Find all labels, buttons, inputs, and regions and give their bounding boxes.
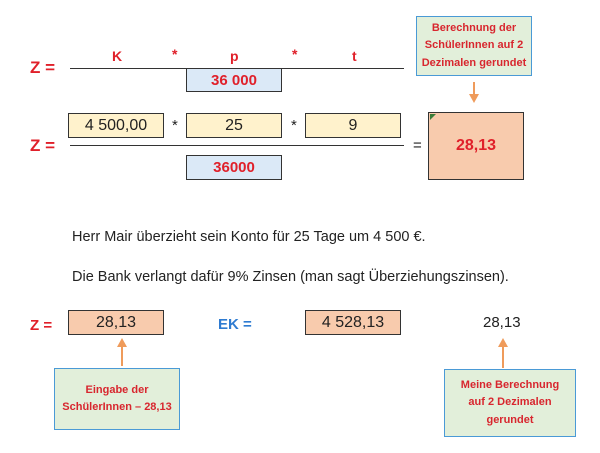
note-top-line-2: SchülerInnen auf 2 [424,39,524,52]
values-star-2: * [291,117,297,134]
note-bottom-left-arrow-head [117,338,127,347]
note-bottom-right-line-3: gerundet [486,413,534,426]
days-input[interactable]: 9 [305,113,401,138]
values-denominator-box[interactable]: 36000 [186,155,282,180]
note-bottom-left-line-2: SchülerInnen – 28,13 [62,401,172,413]
capital-input[interactable]: 4 500,00 [68,113,164,138]
note-own-calculation: Meine Berechnung auf 2 Dezimalen gerunde… [444,369,576,437]
formula-star-1: * [172,46,178,62]
equals-sign: = [413,137,422,154]
values-fraction-line [70,145,404,146]
problem-sentence-2: Die Bank verlangt dafür 9% Zinsen (man s… [72,269,509,285]
problem-sentence-1: Herr Mair überzieht sein Konto für 25 Ta… [72,229,426,245]
rate-input[interactable]: 25 [186,113,282,138]
note-students-calculation: Berechnung der SchülerInnen auf 2 Dezima… [416,16,532,76]
note-bottom-left-line-1: Eingabe der [85,383,149,396]
answer-z-label: Z = [30,317,53,334]
answer-z-input[interactable]: 28,13 [68,310,164,335]
formula-p-label: p [230,48,239,64]
note-bottom-right-line-2: auf 2 Dezimalen [468,396,552,409]
note-bottom-left-arrow-line [121,346,123,366]
note-top-line-3: Dezimalen gerundet [421,56,527,69]
values-star-1: * [172,117,178,134]
interest-result-cell[interactable]: 28,13 [428,112,524,180]
note-bottom-right-arrow-line [502,346,504,368]
note-bottom-right-line-1: Meine Berechnung [460,379,560,392]
note-students-input: Eingabe der SchülerInnen – 28,13 [54,368,180,430]
formula-k-label: K [112,48,123,64]
note-top-arrow-line [473,82,475,96]
formula-denominator-box: 36 000 [186,68,282,92]
formula-star-2: * [292,46,298,62]
note-top-line-1: Berechnung der [431,22,517,35]
cell-comment-marker [430,114,436,120]
values-z-label: Z = [30,136,56,155]
note-bottom-right-arrow-head [498,338,508,347]
own-calculation-value: 28,13 [483,314,521,331]
formula-t-label: t [352,48,357,64]
formula-z-label: Z = [30,58,56,77]
answer-ek-input[interactable]: 4 528,13 [305,310,401,335]
note-top-arrow-head [469,94,479,103]
answer-ek-label: EK = [218,316,252,333]
